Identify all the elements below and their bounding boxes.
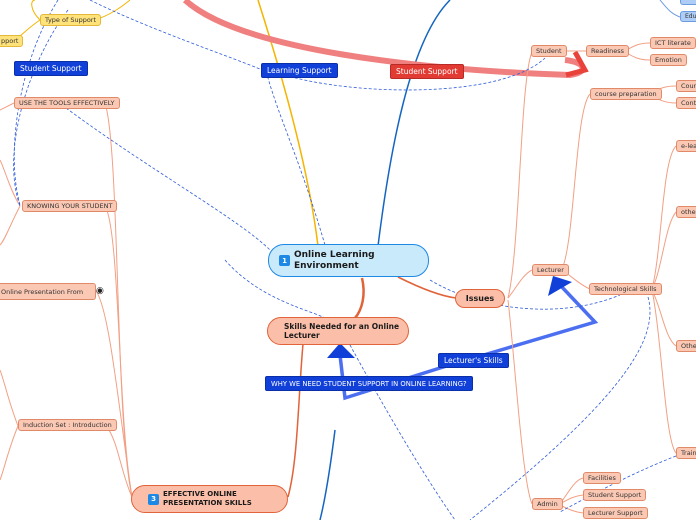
connector-blue-down bbox=[319, 429, 336, 520]
connector-red-skills bbox=[354, 277, 365, 319]
cours-node[interactable]: Cours bbox=[676, 80, 696, 92]
dashed-issues-tech bbox=[429, 279, 621, 310]
learning-support-node[interactable]: Learning Support bbox=[261, 63, 338, 78]
lecturer-node[interactable]: Lecturer bbox=[532, 264, 569, 276]
admin-student-support-node[interactable]: Student Support bbox=[583, 489, 647, 501]
branch-left-edge-5 bbox=[0, 425, 19, 481]
connector-red-effective bbox=[287, 343, 304, 498]
dashed-central-up bbox=[267, 77, 326, 246]
branch-issues-student bbox=[507, 51, 533, 299]
student-support-red-node[interactable]: Student Support bbox=[390, 64, 464, 79]
dashed-learning-student bbox=[284, 57, 546, 91]
student-node[interactable]: Student bbox=[531, 45, 567, 57]
type-of-support-node[interactable]: Type of Support bbox=[40, 14, 102, 26]
branch-left-edge-1 bbox=[0, 102, 15, 111]
other2-node[interactable]: Other bbox=[676, 340, 696, 352]
branch-lecturer-course bbox=[561, 93, 591, 270]
branch-effective-online bbox=[95, 290, 133, 498]
connector-orange-issues bbox=[397, 276, 457, 299]
skills-needed-node[interactable]: Skills Needed for an Online Lecturer bbox=[267, 317, 409, 345]
issues-node[interactable]: Issues bbox=[455, 289, 505, 308]
facilities-node[interactable]: Facilities bbox=[583, 472, 621, 484]
branch-tech-other bbox=[651, 211, 677, 290]
traini-node[interactable]: Traini bbox=[676, 447, 696, 459]
emotion-node[interactable]: Emotion bbox=[650, 54, 687, 66]
branch-issues-admin bbox=[507, 299, 533, 505]
readiness-node[interactable]: Readiness bbox=[586, 45, 630, 57]
connector-red-arrow bbox=[565, 50, 589, 78]
skills-needed-line1: Skills Needed for an Online bbox=[284, 322, 400, 331]
dashed-skills-down bbox=[349, 344, 456, 520]
branch-left-edge-3 bbox=[0, 205, 21, 246]
pport-node[interactable]: pport bbox=[0, 35, 24, 47]
central-title-line2: Environment bbox=[294, 260, 359, 271]
arrowhead-lecturer bbox=[548, 276, 572, 296]
knowing-student-node[interactable]: KNOWING YOUR STUDENT bbox=[22, 200, 118, 212]
branch-effective-induction bbox=[105, 425, 133, 498]
connector-blue-top bbox=[377, 0, 451, 247]
skills-needed-line2: Lecturer bbox=[284, 331, 320, 340]
branch-admin-facilities bbox=[559, 477, 584, 505]
central-node[interactable]: 1 Online Learning Environment bbox=[268, 244, 429, 277]
dashed-tools-down bbox=[224, 259, 326, 319]
use-tools-node[interactable]: USE THE TOOLS EFFECTIVELY bbox=[14, 97, 120, 109]
number-badge-icon: 3 bbox=[148, 493, 159, 505]
lecturer-support-node[interactable]: Lecturer Support bbox=[583, 507, 648, 519]
effective-presentation-node[interactable]: 3 EFFECTIVE ONLINE PRESENTATION SKILLS bbox=[131, 485, 288, 513]
branch-left-edge-4 bbox=[0, 369, 19, 427]
branch-tech-elea bbox=[651, 145, 677, 290]
dashed-traini-down bbox=[559, 455, 677, 513]
connector-red-arc bbox=[182, 0, 586, 79]
technological-skills-node[interactable]: Technological Skills bbox=[589, 283, 662, 295]
arrowhead-up-skills bbox=[327, 343, 355, 358]
online-presentation-node[interactable]: Online Presentation From bbox=[0, 283, 96, 300]
branch-effective-tools bbox=[104, 102, 133, 498]
ict-literate-node[interactable]: ICT literate bbox=[650, 37, 696, 49]
effective-line1: EFFECTIVE ONLINE bbox=[163, 490, 237, 498]
edu-node[interactable]: Edu bbox=[680, 11, 696, 22]
link-globe-icon[interactable]: ◉ bbox=[96, 286, 104, 296]
student-support-left-node[interactable]: Student Support bbox=[14, 61, 88, 76]
effective-title: EFFECTIVE ONLINE PRESENTATION SKILLS bbox=[163, 490, 252, 508]
dashed-tech-down bbox=[469, 296, 651, 520]
course-preparation-node[interactable]: course preparation bbox=[590, 88, 662, 100]
central-title-line1: Online Learning bbox=[294, 249, 375, 260]
dashed-tools-central bbox=[65, 107, 271, 251]
skills-needed-title: Skills Needed for an Online Lecturer bbox=[284, 322, 399, 340]
lecturers-skills-node[interactable]: Lecturer's Skills bbox=[438, 353, 509, 368]
branch-issues-lecturer bbox=[507, 269, 533, 299]
branch-lightblue bbox=[659, 0, 681, 18]
induction-set-node[interactable]: Induction Set : Introduction bbox=[18, 419, 117, 431]
branch-left-edge-2 bbox=[0, 159, 21, 207]
branch-tech-traini bbox=[651, 289, 677, 454]
issues-label: Issues bbox=[465, 294, 495, 303]
branch-yellow-type bbox=[31, 0, 41, 21]
other-node[interactable]: other bbox=[676, 206, 696, 218]
dashed-top-to-learning bbox=[89, 0, 263, 71]
number-badge-icon: 1 bbox=[279, 255, 290, 266]
branch-admin-lecturer bbox=[559, 504, 584, 514]
branch-tech-other2 bbox=[651, 289, 677, 347]
e-lea-node[interactable]: e-lea bbox=[676, 140, 696, 152]
why-support-node[interactable]: WHY WE NEED STUDENT SUPPORT IN ONLINE LE… bbox=[265, 376, 473, 391]
central-title: Online Learning Environment bbox=[294, 250, 375, 272]
effective-line2: PRESENTATION SKILLS bbox=[163, 499, 252, 507]
lightblue-top-node[interactable] bbox=[680, 0, 696, 5]
admin-node[interactable]: Admin bbox=[532, 498, 563, 510]
